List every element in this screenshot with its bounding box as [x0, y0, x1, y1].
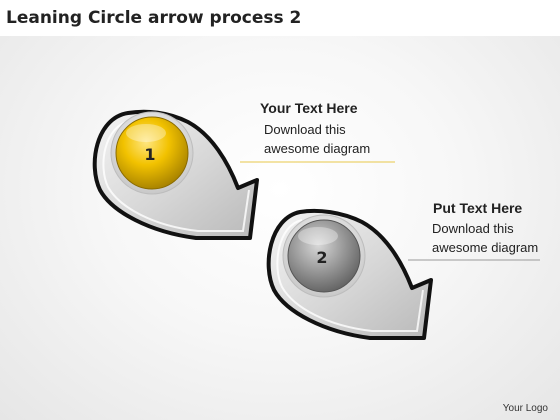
step-2-desc-line-1: Download this: [432, 221, 514, 236]
step-1-desc-line-1: Download this: [264, 122, 346, 137]
step-1-ball: [115, 116, 189, 190]
logo-placeholder: Your Logo: [502, 403, 548, 414]
step-2-number: 2: [316, 248, 327, 267]
arrow-shape-2: 2: [266, 208, 433, 340]
step-1-description: Download this awesome diagram: [264, 120, 414, 158]
step-2-desc-line-2: awesome diagram: [432, 240, 539, 255]
step-2-heading: Put Text Here: [433, 200, 523, 216]
step-2-description: Download this awesome diagram: [432, 219, 560, 257]
step-1-desc-line-2: awesome diagram: [264, 141, 371, 156]
arrow-shape-1: 1: [92, 109, 259, 240]
page-title: Leaning Circle arrow process 2: [0, 0, 560, 36]
step-1-heading: Your Text Here: [260, 100, 358, 116]
step-2-ball: [287, 219, 361, 293]
step-1-number: 1: [144, 145, 155, 164]
